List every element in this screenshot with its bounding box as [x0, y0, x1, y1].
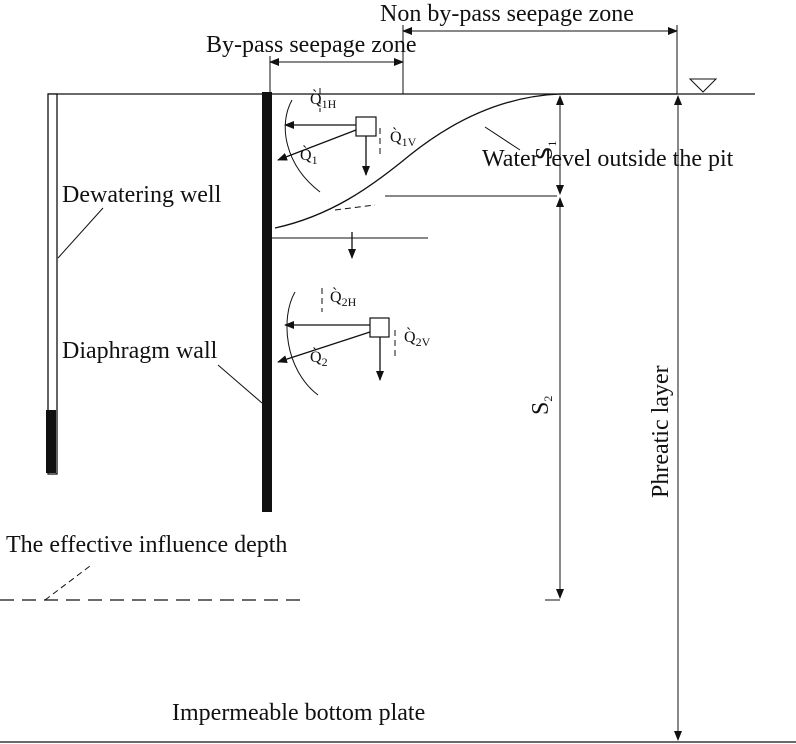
flow-element-upper [355, 116, 377, 137]
q2h-symbol: Q̀2H [330, 286, 357, 309]
s2-main: S [528, 402, 554, 415]
svg-text:S2: S2 [528, 396, 555, 415]
q2v-main: Q̀ [404, 326, 416, 346]
q1h-symbol: Q̀1H [310, 88, 337, 111]
flow-arc-upper [284, 99, 321, 193]
q2h-main: Q̀ [330, 286, 342, 306]
q1v-symbol: Q̀1V [390, 126, 417, 149]
q1v-sub: 1V [402, 135, 417, 149]
water-table-symbol [688, 78, 718, 93]
s1-label: S1 [532, 141, 559, 160]
q2-main: Q̀ [310, 346, 322, 366]
flow-arc-lower [286, 291, 319, 396]
phreatic-layer-label: Phreatic layer [648, 365, 674, 498]
s2-sub: 2 [541, 396, 555, 402]
diaphragm-wall [262, 92, 272, 512]
q1v-main: Q̀ [390, 126, 402, 146]
q2-sub: 2 [322, 355, 328, 369]
q1-main: Q̀ [300, 144, 312, 164]
effective-depth-label: The effective influence depth [6, 532, 287, 558]
dewatering-well-pipe [47, 93, 58, 475]
outside-water-level-curve [274, 93, 677, 229]
dewatering-well-leader [57, 207, 104, 259]
svg-text:S1: S1 [532, 141, 559, 160]
s2-label: S2 [528, 396, 555, 415]
q1-sub: 1 [312, 153, 318, 167]
q2-symbol: Q̀2 [310, 346, 328, 369]
q1-symbol: Q̀1 [300, 144, 318, 167]
q1h-sub: 1H [322, 97, 337, 111]
q2v-sub: 2V [416, 335, 431, 349]
dewatering-well-screen [46, 410, 56, 473]
water-level-outside-label: Water level outside the pit [482, 146, 734, 172]
bypass-zone-label: By-pass seepage zone [206, 32, 417, 58]
flow-arrow-q2 [277, 331, 371, 364]
dewatering-well-label: Dewatering well [62, 182, 222, 208]
impermeable-plate-label: Impermeable bottom plate [172, 700, 425, 726]
q2h-sub: 2H [342, 295, 357, 309]
flow-element-lower [369, 317, 390, 338]
diaphragm-wall-leader [217, 364, 263, 404]
dash-slope [334, 204, 376, 211]
q2v-symbol: Q̀2V [404, 326, 431, 349]
s1-main: S [532, 147, 558, 160]
q1h-main: Q̀ [310, 88, 322, 108]
effective-depth-leader [44, 565, 91, 601]
s1-sub: 1 [545, 141, 559, 147]
outside-water-level-leader [484, 126, 521, 151]
diaphragm-wall-label: Diaphragm wall [62, 338, 218, 364]
non-bypass-zone-label: Non by-pass seepage zone [380, 1, 634, 27]
